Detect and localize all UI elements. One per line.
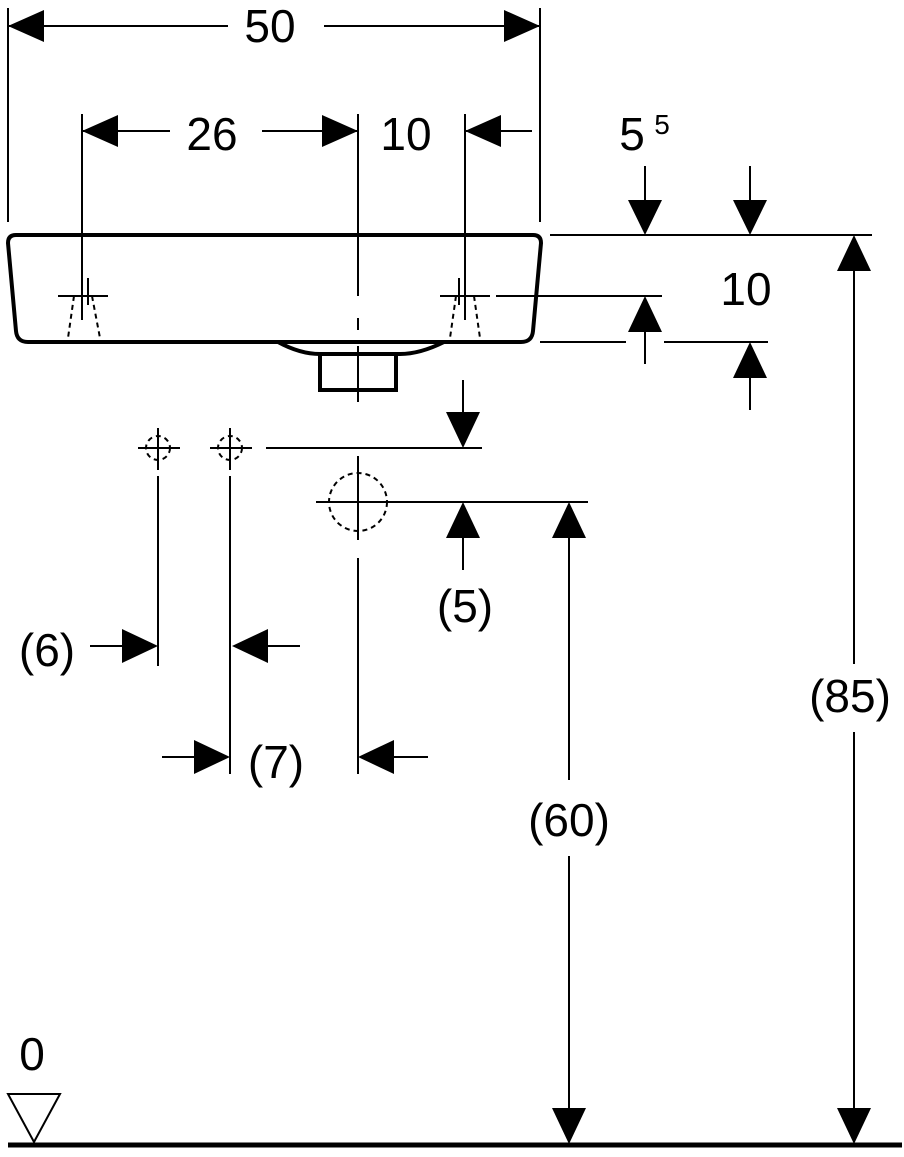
dimension-drain-offset: (5) [437,380,493,632]
label-supply-spacing-left: (6) [19,624,75,676]
tap-hole-left [58,270,108,339]
floor-level-triangle-icon [6,1093,62,1145]
dimension-tap-offset: 26 [81,108,359,296]
dimension-supply-spacing-left: (6) [19,476,300,774]
dimension-center-to-tap: 10 [380,108,532,296]
drain-connection [316,466,588,534]
dimension-rim-height: (85) [809,235,891,1144]
label-basin-height: 10 [720,263,771,315]
label-rim-height: (85) [809,670,891,722]
label-rim-depth: 5 [619,108,645,160]
dimension-supply-spacing-right: (7) [162,736,428,788]
dimension-basin-height: 10 [496,263,772,410]
label-rim-depth-sup: 5 [654,109,670,140]
floor-level: 0 [6,1028,902,1148]
label-supply-spacing-right: (7) [248,736,304,788]
basin-outline [5,233,544,392]
supply-connection-left [138,428,180,470]
dimension-width-total: 50 [7,0,541,222]
label-drain-height: (60) [528,794,610,846]
label-width-total: 50 [244,0,295,52]
label-drain-offset: (5) [437,580,493,632]
label-center-to-tap: 10 [380,108,431,160]
supply-connection-right [210,428,252,470]
label-floor-level: 0 [19,1028,45,1080]
label-tap-offset: 26 [186,108,237,160]
dimension-drain-height: (60) [528,502,610,1144]
dimension-rim-depth: 5 5 [550,108,872,236]
tap-hole-right [440,270,490,339]
